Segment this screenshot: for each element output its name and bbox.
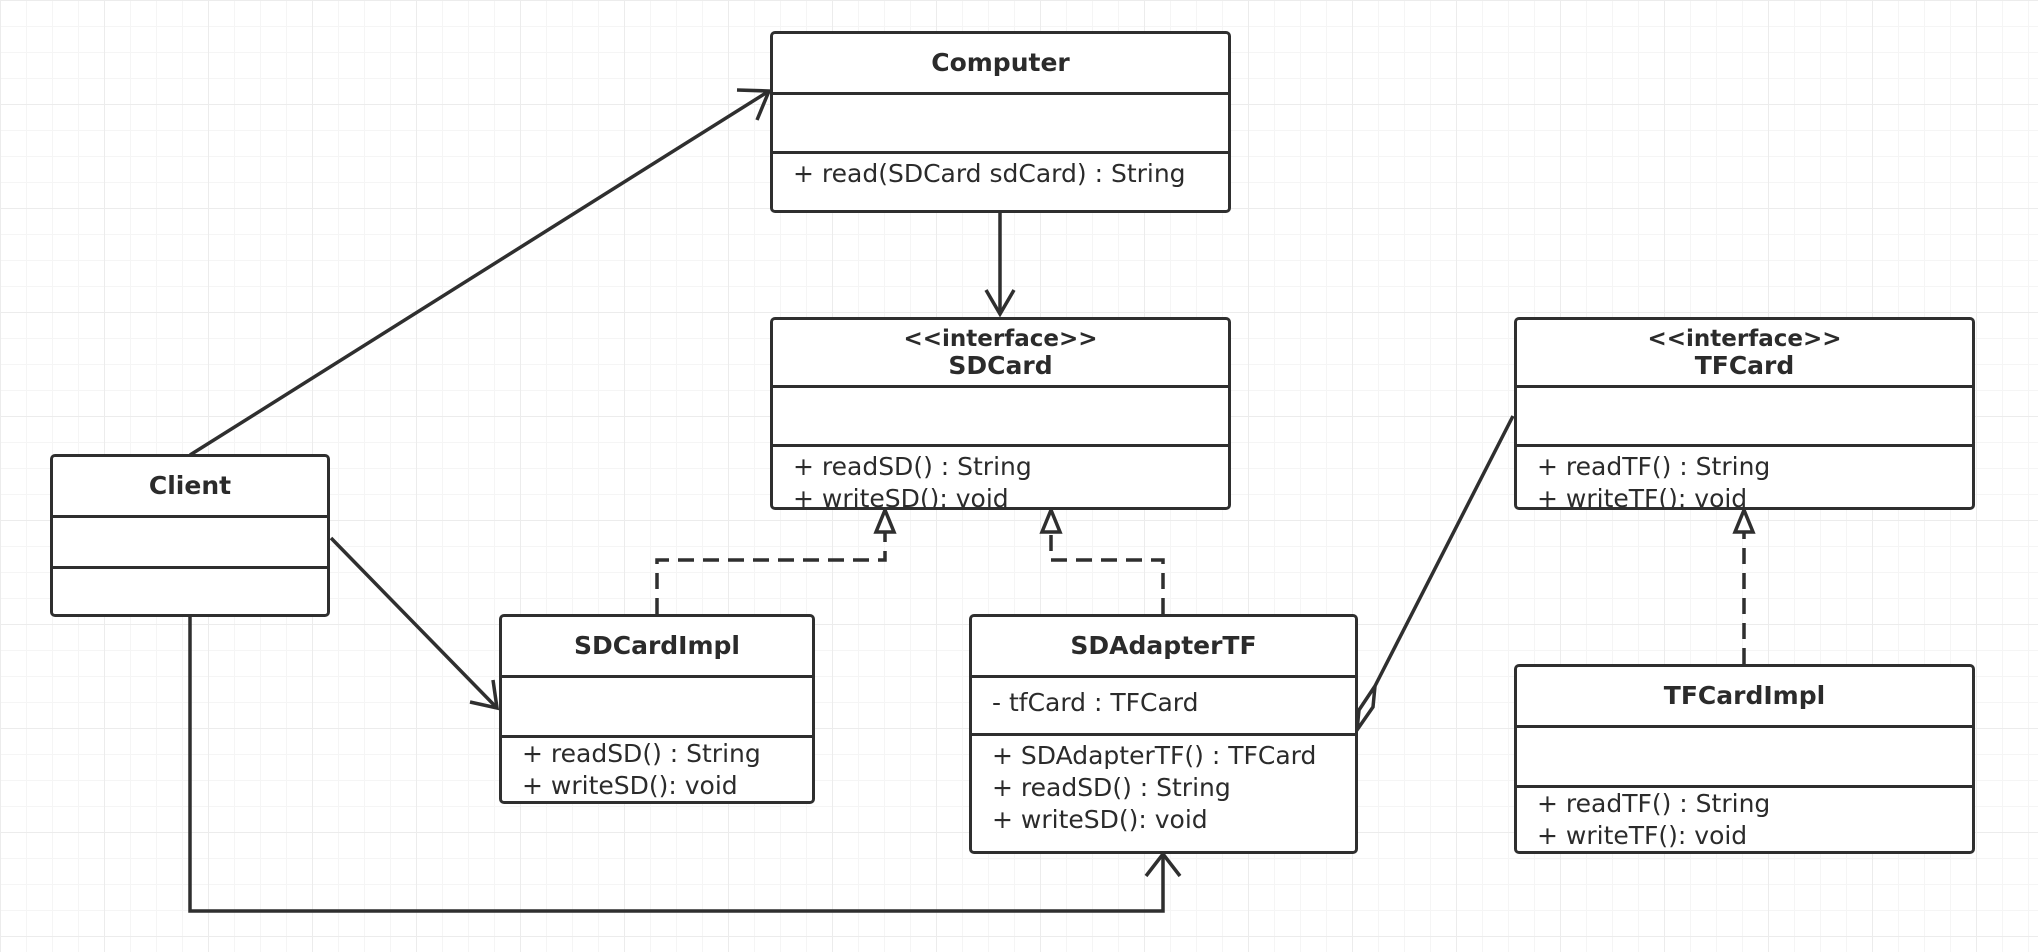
operation: + SDAdapterTF() : TFCard xyxy=(992,741,1317,770)
sdadaptertf-realization-triangle xyxy=(1039,505,1063,534)
interface-tfcard[interactable]: <<interface>> TFCard + readTF() : String… xyxy=(1514,317,1975,510)
tfcardimpl-realization-triangle xyxy=(1732,505,1756,534)
class-sdcardimpl[interactable]: SDCardImpl + readSD() : String + writeSD… xyxy=(499,614,815,804)
operation: + readTF() : String xyxy=(1537,452,1771,481)
sdcardimpl-realization-triangle xyxy=(873,505,897,534)
class-name-section: Computer xyxy=(773,34,1228,95)
attributes-section xyxy=(773,95,1228,154)
operation: + writeTF(): void xyxy=(1537,821,1748,850)
sdadaptertf-sdcard-realization-line xyxy=(1049,532,1165,614)
operation: + writeTF(): void xyxy=(1537,484,1748,510)
class-name: TFCard xyxy=(1694,350,1795,380)
sdadaptertf-tfcard-aggregation-line xyxy=(1373,415,1515,687)
class-name-section: Client xyxy=(53,457,327,518)
stereotype-label: <<interface>> xyxy=(903,325,1098,352)
client-computer-arrowhead xyxy=(736,88,772,121)
class-name-section: SDCardImpl xyxy=(502,617,812,678)
class-tfcardimpl[interactable]: TFCardImpl + readTF() : String + writeTF… xyxy=(1514,664,1975,854)
attributes-section xyxy=(773,388,1228,447)
class-name: TFCardImpl xyxy=(1663,681,1826,710)
class-computer[interactable]: Computer + read(SDCard sdCard) : String xyxy=(770,31,1231,213)
operations-section: + read(SDCard sdCard) : String xyxy=(773,154,1228,190)
operation: + readSD() : String xyxy=(522,739,761,768)
operations-section: + readTF() : String + writeTF(): void xyxy=(1517,788,1972,851)
operation: + read(SDCard sdCard) : String xyxy=(793,159,1186,188)
sdcardimpl-sdcard-realization-line xyxy=(655,532,887,614)
aggregation-diamond xyxy=(1354,685,1377,737)
client-sdcardimpl-association-line xyxy=(329,536,499,710)
class-name: SDCard xyxy=(948,350,1053,380)
class-name-section: <<interface>> TFCard xyxy=(1517,320,1972,388)
class-name-section: <<interface>> SDCard xyxy=(773,320,1228,388)
client-sdadaptertf-association-line xyxy=(188,617,1165,913)
operation: + writeSD(): void xyxy=(793,484,1009,510)
operation: + readSD() : String xyxy=(793,452,1032,481)
operation: + writeSD(): void xyxy=(992,805,1208,834)
computer-sdcard-arrowhead xyxy=(984,289,1016,318)
attributes-section xyxy=(1517,728,1972,788)
class-name: Client xyxy=(148,471,232,500)
interface-sdcard[interactable]: <<interface>> SDCard + readSD() : String… xyxy=(770,317,1231,510)
class-name-section: SDAdapterTF xyxy=(972,617,1355,678)
operations-section xyxy=(53,569,327,573)
class-sdadaptertf[interactable]: SDAdapterTF - tfCard : TFCard + SDAdapte… xyxy=(969,614,1358,854)
class-name: Computer xyxy=(931,48,1070,77)
operation: + readSD() : String xyxy=(992,773,1231,802)
attributes-section: - tfCard : TFCard xyxy=(972,678,1355,736)
attributes-section xyxy=(1517,388,1972,447)
attributes-section xyxy=(502,678,812,738)
operation: + writeSD(): void xyxy=(522,771,738,800)
operation: + readTF() : String xyxy=(1537,789,1771,818)
class-name: SDCardImpl xyxy=(573,631,740,660)
operations-section: + readTF() : String + writeTF(): void xyxy=(1517,447,1972,510)
class-client[interactable]: Client xyxy=(50,454,330,617)
class-name-section: TFCardImpl xyxy=(1517,667,1972,728)
client-sdcardimpl-arrowhead xyxy=(469,679,500,711)
operations-section: + readSD() : String + writeSD(): void xyxy=(502,738,812,801)
attributes-section xyxy=(53,518,327,569)
client-sdadaptertf-arrowhead xyxy=(1144,851,1182,878)
operations-section: + SDAdapterTF() : TFCard + readSD() : St… xyxy=(972,736,1355,836)
operations-section: + readSD() : String + writeSD(): void xyxy=(773,447,1228,510)
stereotype-label: <<interface>> xyxy=(1647,325,1842,352)
attribute: - tfCard : TFCard xyxy=(992,688,1199,717)
class-name: SDAdapterTF xyxy=(1070,631,1257,660)
client-computer-association-line xyxy=(189,89,770,457)
